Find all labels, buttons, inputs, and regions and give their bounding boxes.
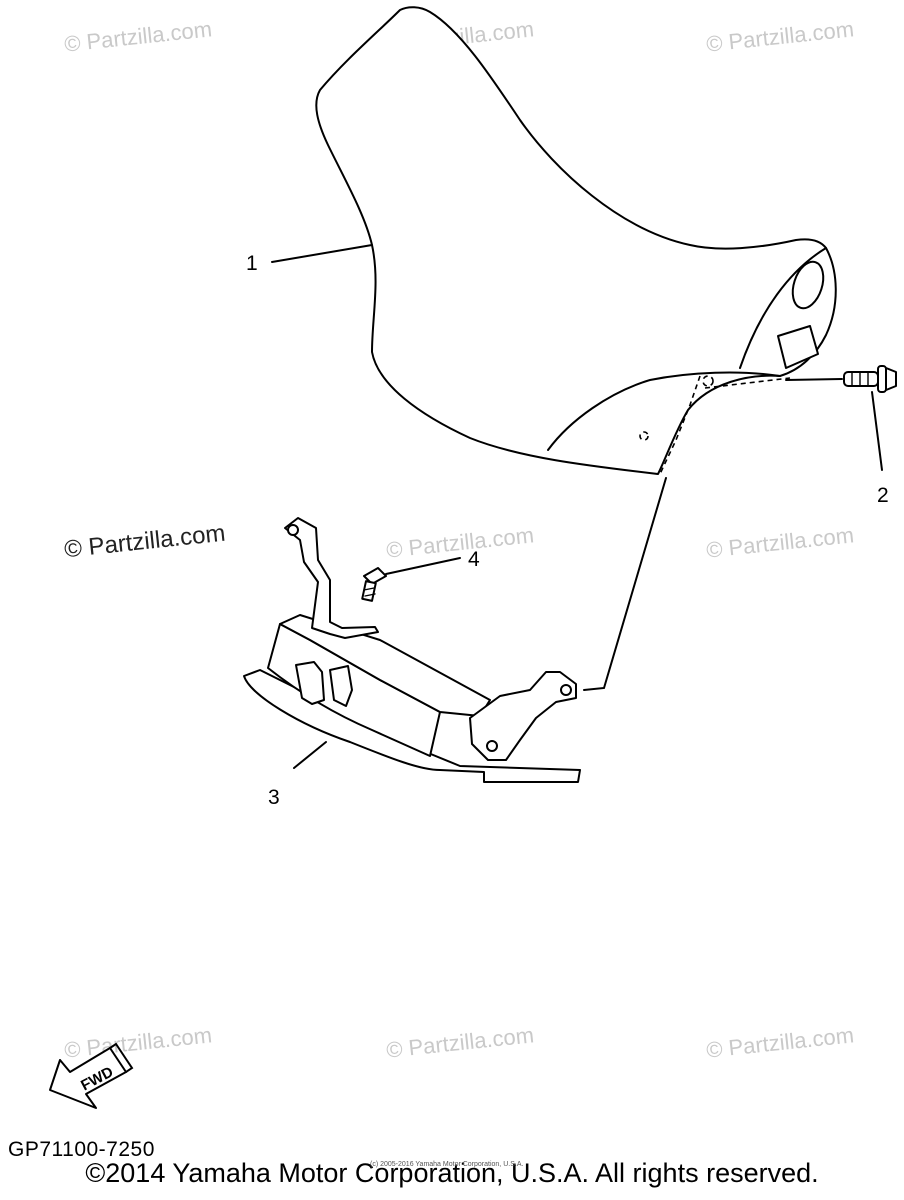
leader-line-3: [293, 741, 327, 769]
callout-1: 1: [246, 252, 258, 275]
callout-3: 3: [268, 786, 280, 809]
leader-line-bolt: [785, 378, 843, 381]
leader-line-1: [271, 244, 373, 263]
leader-line-4: [385, 557, 461, 575]
bracket-part[interactable]: [243, 517, 581, 783]
bolt-part[interactable]: [843, 365, 897, 393]
callout-4: 4: [468, 548, 480, 571]
tiny-copyright: (c) 2005-2016 Yamaha Motor Corporation, …: [370, 1161, 524, 1168]
fwd-arrow-icon: FWD: [49, 1042, 134, 1109]
callout-2: 2: [877, 484, 889, 507]
diagram-code: GP71100-7250: [8, 1138, 155, 1161]
seat-part[interactable]: [315, 6, 837, 475]
screw-part[interactable]: [361, 567, 387, 602]
copyright-notice: ©2014 Yamaha Motor Corporation, U.S.A. A…: [85, 1158, 819, 1188]
leader-line-2: [871, 391, 883, 471]
leader-line-seat-to-bracket: [583, 477, 667, 691]
